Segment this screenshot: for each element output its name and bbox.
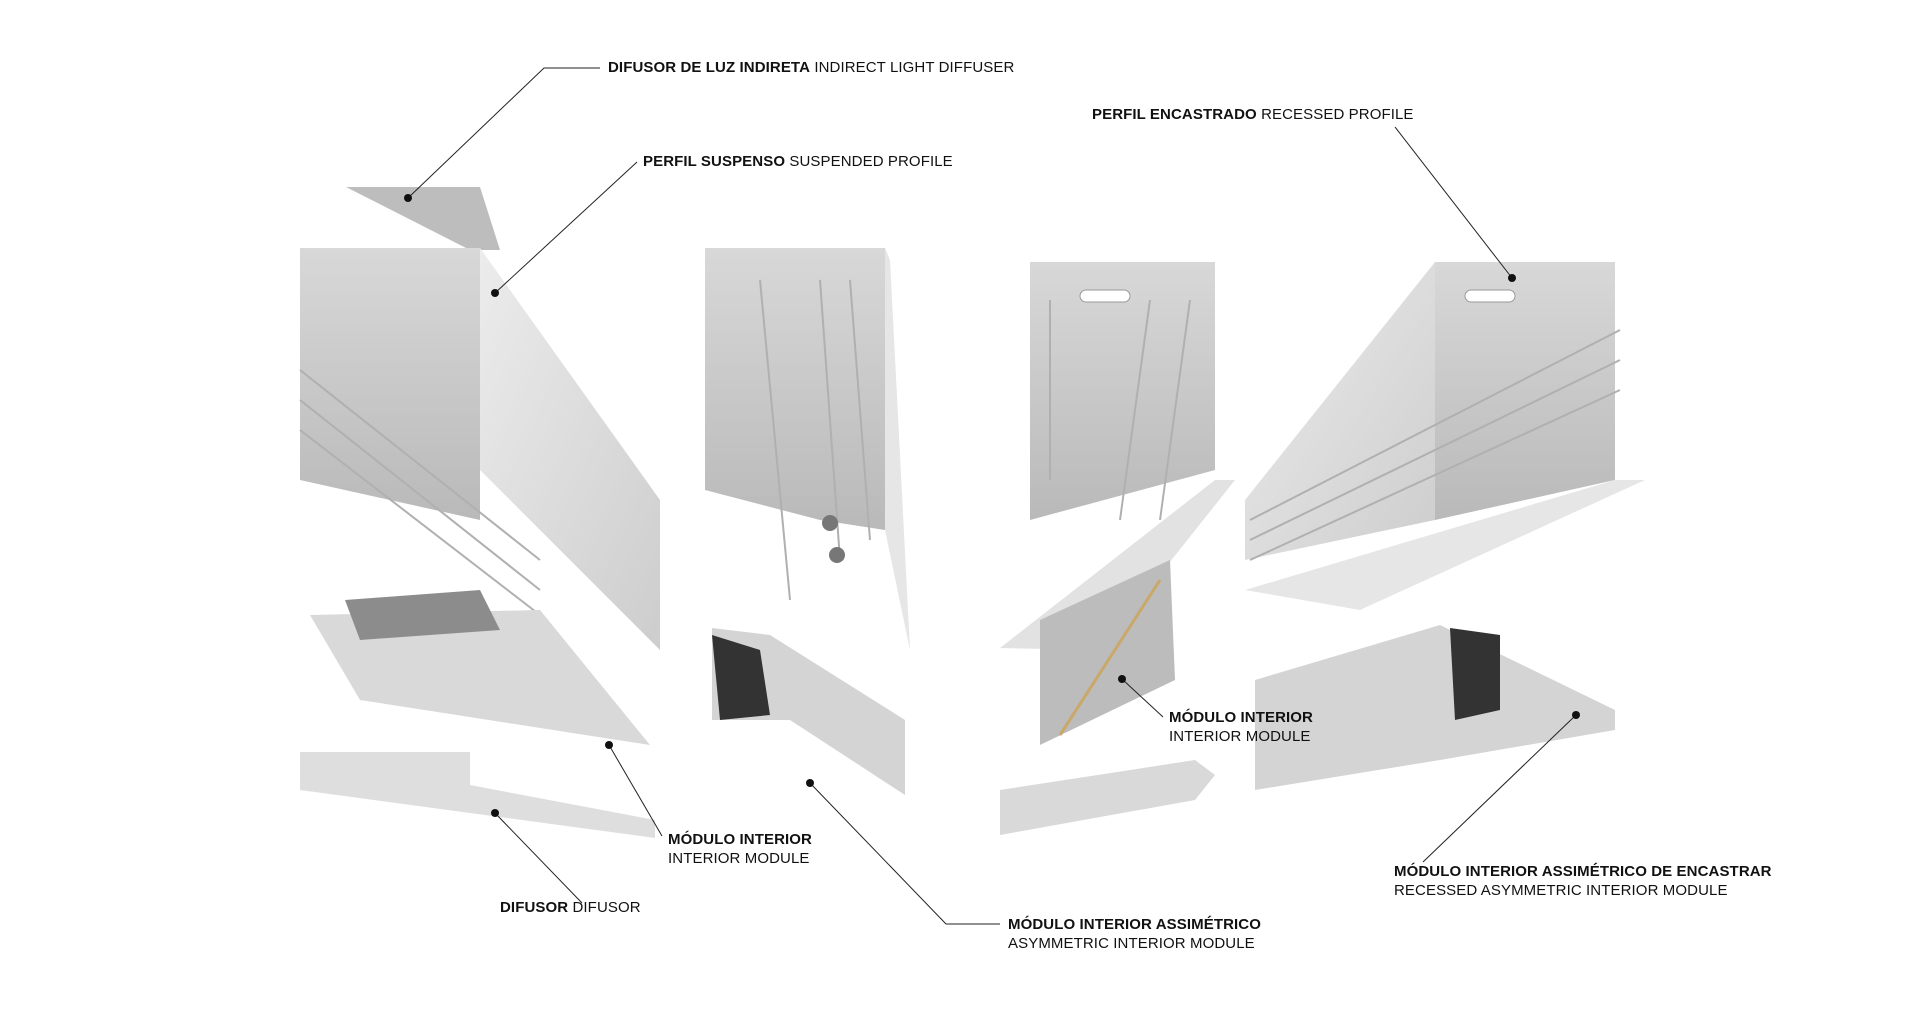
label-interior-module-left: MÓDULO INTERIOR INTERIOR MODULE	[668, 830, 812, 868]
leader-dots	[404, 194, 1580, 817]
label-en: INTERIOR MODULE	[1169, 728, 1311, 745]
label-en: RECESSED PROFILE	[1261, 106, 1414, 123]
label-en: DIFUSOR	[572, 899, 641, 916]
interior-module-left	[310, 610, 650, 745]
label-suspended-profile: PERFIL SUSPENSO SUSPENDED PROFILE	[643, 152, 953, 171]
label-en: INTERIOR MODULE	[668, 850, 810, 867]
label-pt: MÓDULO INTERIOR ASSIMÉTRICO DE ENCASTRAR	[1394, 863, 1772, 880]
label-en: ASYMMETRIC INTERIOR MODULE	[1008, 935, 1255, 952]
recessed-asymmetric-interior-module	[1255, 625, 1615, 790]
label-pt: PERFIL SUSPENSO	[643, 153, 786, 170]
leader-lines	[407, 67, 1577, 925]
label-pt: DIFUSOR DE LUZ INDIRETA	[608, 59, 811, 76]
label-pt: MÓDULO INTERIOR	[668, 831, 812, 848]
label-diffuser: DIFUSOR DIFUSOR	[500, 898, 641, 917]
recessed-profile-assembly-center	[1000, 262, 1235, 835]
label-pt: MÓDULO INTERIOR	[1169, 709, 1313, 726]
label-en: INDIRECT LIGHT DIFFUSER	[814, 59, 1015, 76]
label-en: RECESSED ASYMMETRIC INTERIOR MODULE	[1394, 882, 1728, 899]
label-indirect-light-diffuser: DIFUSOR DE LUZ INDIRETA INDIRECT LIGHT D…	[608, 58, 1014, 77]
label-recessed-asymmetric-interior-module: MÓDULO INTERIOR ASSIMÉTRICO DE ENCASTRAR…	[1394, 862, 1772, 900]
label-pt: DIFUSOR	[500, 899, 569, 916]
suspended-profile-assembly	[299, 187, 660, 838]
label-pt: PERFIL ENCASTRADO	[1092, 106, 1257, 123]
suspended-profile-side	[300, 248, 480, 520]
label-pt: MÓDULO INTERIOR ASSIMÉTRICO	[1008, 916, 1261, 933]
recessed-profile-assembly-right	[1245, 262, 1645, 790]
label-interior-module-center: MÓDULO INTERIOR INTERIOR MODULE	[1169, 708, 1313, 746]
diffuser-piece	[300, 752, 655, 838]
label-recessed-profile: PERFIL ENCASTRADO RECESSED PROFILE	[1092, 105, 1414, 124]
asymmetric-profile-assembly	[705, 248, 910, 795]
interior-module-center	[1040, 560, 1175, 745]
suspended-profile-face	[480, 248, 660, 650]
indirect-light-diffuser	[346, 187, 500, 250]
label-asymmetric-interior-module: MÓDULO INTERIOR ASSIMÉTRICO ASYMMETRIC IN…	[1008, 915, 1261, 953]
label-en: SUSPENDED PROFILE	[789, 153, 953, 170]
